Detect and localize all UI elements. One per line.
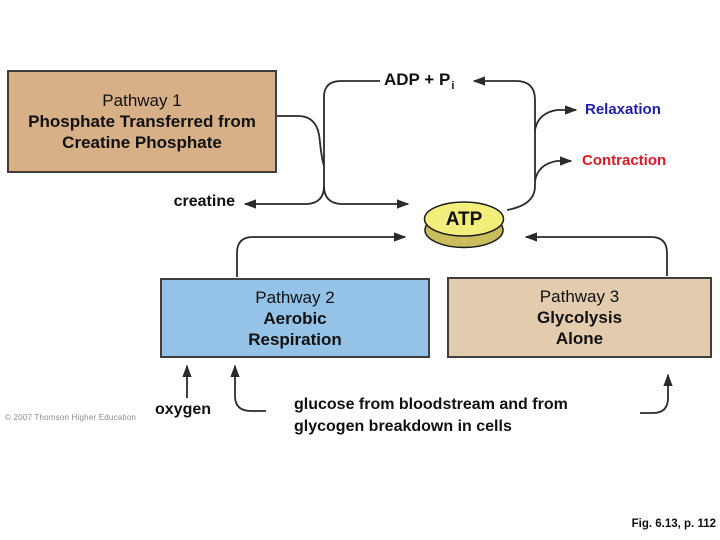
glucose-label: glucose from bloodstream and from glycog… [294,394,568,438]
adp-pi-subscript: i [451,80,455,92]
arrow-glucose-to-pathway3 [640,373,673,414]
arrow-pathway3-to-atp [524,232,668,276]
atp-label: ATP [445,209,483,230]
pathway3-line3: Alone [555,329,604,348]
glucose-line2: glycogen breakdown in cells [294,418,512,435]
pathway3-box: Pathway 3 Glycolysis Alone [447,277,712,358]
relaxation-label: Relaxation [585,101,661,118]
adp-pi-text: ADP + P [384,70,451,89]
copyright-text: © 2007 Thomson Higher Education [5,413,137,422]
pathway1-line2: Phosphate Transferred from [28,112,256,131]
pathway1-box: Pathway 1 Phosphate Transferred from Cre… [7,70,277,173]
arrow-adp-to-creatine [243,80,380,209]
figure-caption: Fig. 6.13, p. 112 [631,518,716,530]
oxygen-label: oxygen [155,401,212,418]
pathway2-line3: Respiration [248,329,342,349]
glucose-line1: glucose from bloodstream and from [294,396,568,413]
arrow-to-contraction [534,156,573,182]
pathway2-title: Pathway 2 [255,287,335,307]
atp-coin-top [423,201,505,237]
pathway2-line2: Aerobic [263,308,327,328]
pathway3-title: Pathway 3 [539,287,620,306]
arrow-atp-to-adp [472,76,536,211]
arrow-to-relaxation [534,105,578,131]
arrow-pathway1-to-atp [323,185,410,209]
creatine-label: creatine [173,193,235,210]
contraction-label: Contraction [582,152,667,169]
pathway2-box: Pathway 2 Aerobic Respiration [160,278,430,358]
adp-pi-label: ADP + Pi [384,70,455,92]
pathway3-line2: Glycolysis [536,308,623,327]
arrow-glucose-to-pathway2 [230,364,266,412]
arrow-pathway2-to-atp [236,232,407,277]
pathway1-line3: Creatine Phosphate [62,133,222,152]
pathway1-title: Pathway 1 [102,91,182,110]
connector-pathway1-box [277,115,325,167]
